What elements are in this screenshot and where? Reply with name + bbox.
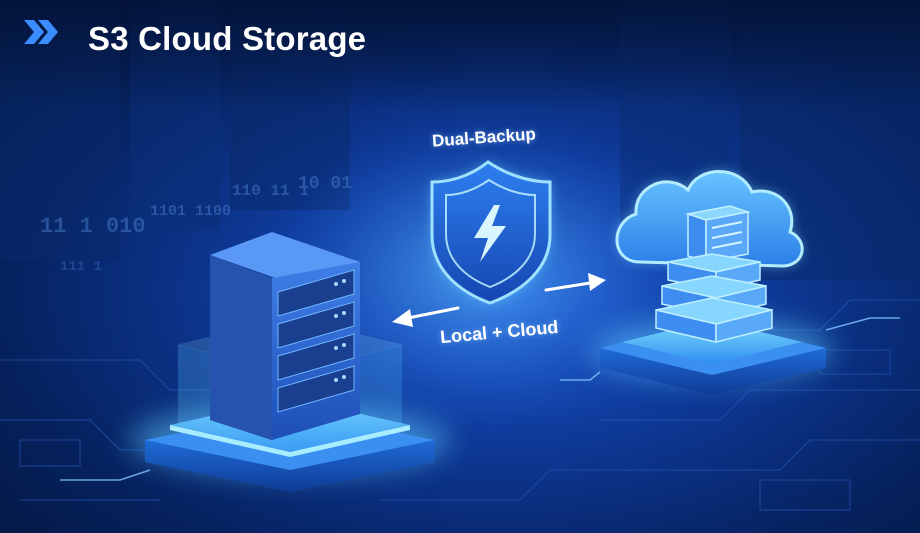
double-chevron-right-icon — [24, 20, 58, 44]
svg-text:1101 1100: 1101 1100 — [150, 203, 231, 220]
header-bar: S3 Cloud Storage — [0, 0, 920, 78]
svg-text:11 1 010: 11 1 010 — [40, 214, 146, 239]
svg-text:111 1: 111 1 — [60, 259, 102, 275]
arrow-right-icon — [544, 273, 606, 292]
server-icon — [130, 232, 450, 492]
shield-icon — [430, 160, 552, 305]
arrow-left-icon — [392, 306, 460, 327]
page-title: S3 Cloud Storage — [88, 20, 367, 57]
connector-lines — [60, 317, 900, 481]
cloud-storage-icon — [592, 170, 832, 395]
